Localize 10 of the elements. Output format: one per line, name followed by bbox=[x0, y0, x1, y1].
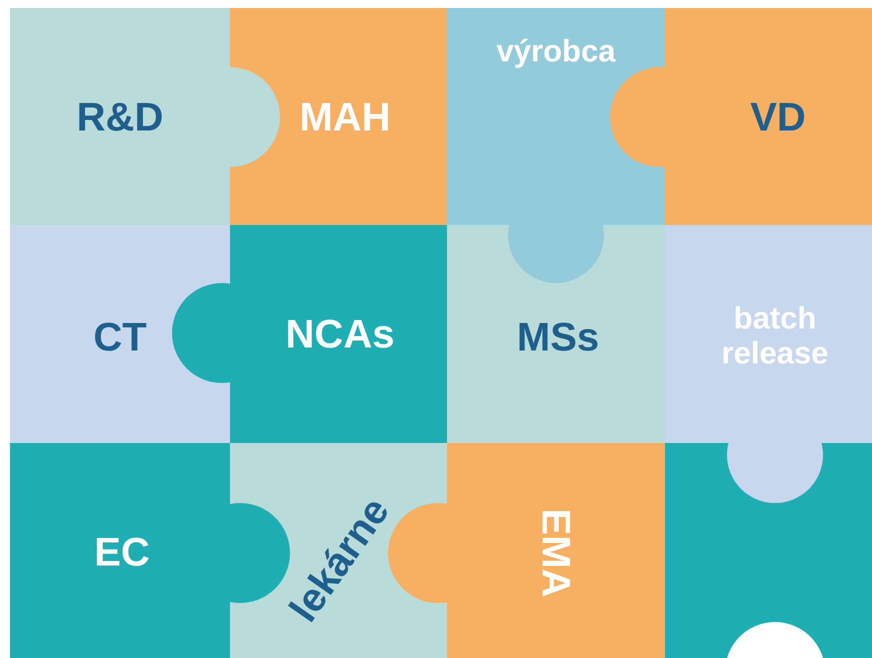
piece-label: výrobca bbox=[496, 34, 617, 70]
piece-label: EC bbox=[94, 530, 150, 576]
piece-label: EMA bbox=[532, 508, 578, 598]
piece-label: NCAs bbox=[286, 312, 394, 358]
piece-label: CT bbox=[93, 316, 147, 360]
piece-label: batch release bbox=[720, 301, 830, 371]
piece-label: MSs bbox=[516, 316, 600, 360]
piece-label: VD bbox=[750, 96, 806, 140]
piece-label: R&D bbox=[76, 96, 164, 140]
piece-label: MAH bbox=[299, 96, 391, 140]
